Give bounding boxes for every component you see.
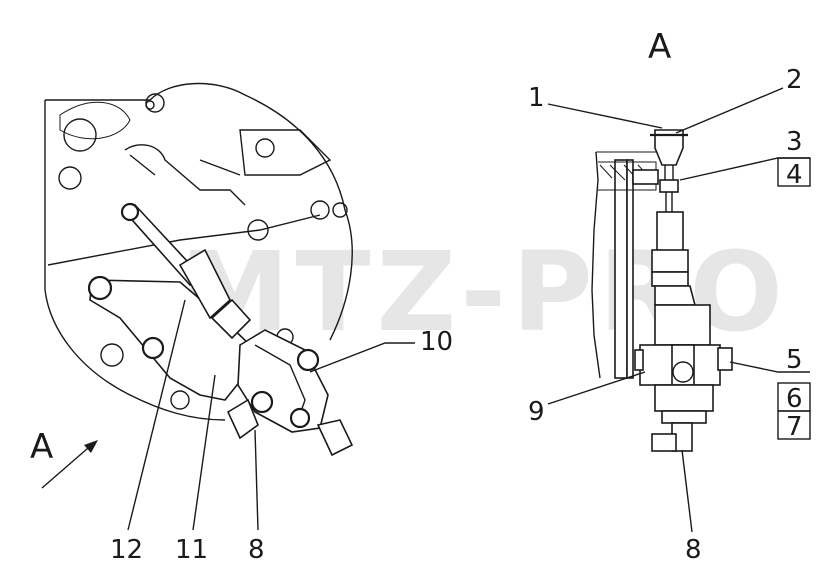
- callout-5: 5: [786, 345, 803, 375]
- callout-7: 7: [786, 412, 803, 442]
- callout-boxes: [777, 157, 811, 440]
- callout-8-left: 8: [248, 535, 265, 565]
- callout-4: 4: [786, 160, 803, 190]
- view-label-right: A: [648, 27, 671, 67]
- left-leader-lines: [127, 299, 415, 531]
- view-label-left: A: [30, 427, 53, 467]
- callout-2: 2: [786, 65, 803, 95]
- view-direction-arrow: [41, 441, 96, 489]
- callout-8-right: 8: [685, 535, 702, 565]
- frame-wall: [591, 151, 601, 379]
- callout-11: 11: [175, 535, 208, 565]
- callout-10: 10: [420, 327, 453, 357]
- callout-9: 9: [528, 397, 545, 427]
- left-view-assembly: [41, 82, 354, 489]
- housing-outline: [44, 82, 353, 421]
- callout-12: 12: [110, 535, 143, 565]
- right-view-assembly: [591, 129, 733, 452]
- callout-1: 1: [528, 83, 545, 113]
- callout-6: 6: [786, 384, 803, 414]
- callout-3: 3: [786, 127, 803, 157]
